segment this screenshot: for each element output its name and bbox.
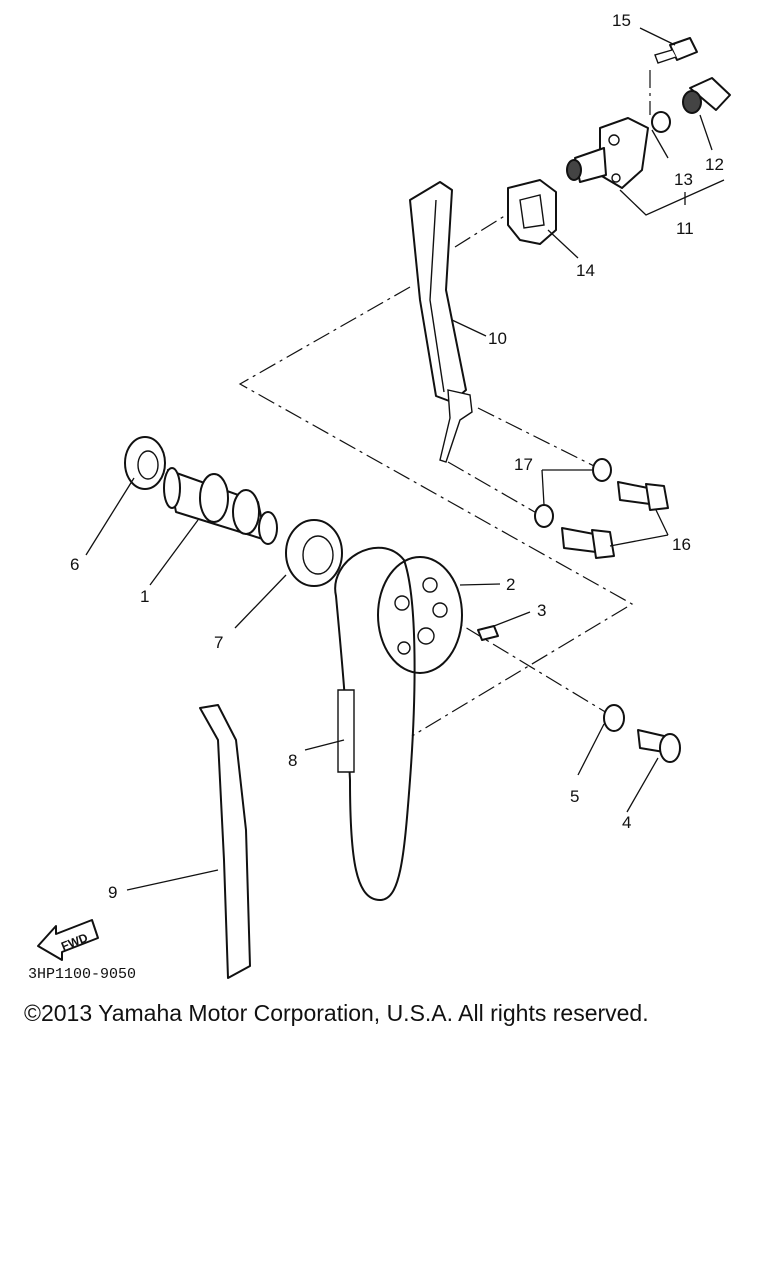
callout-6: 6 [70,555,79,574]
exploded-parts-diagram: FWD 1 2 3 4 5 6 7 8 9 10 11 12 13 [28,11,731,983]
diagram-part-number: 3HP1100-9050 [28,966,136,983]
leader-lines [85,27,725,891]
part-13-gasket [651,111,671,133]
part-14-gasket [507,179,557,245]
part-8-cam-chain [334,546,416,901]
callout-9: 9 [108,883,117,902]
part-10-chain-guide [409,181,473,463]
callout-10: 10 [488,329,507,348]
part-15-bolt [654,37,698,64]
callout-16: 16 [672,535,691,554]
part-12-plug [682,77,731,114]
callout-5: 5 [570,787,579,806]
part-2-sprocket [377,556,463,674]
axis-bolt-16-upper [477,407,599,469]
callout-1: 1 [140,587,149,606]
callout-3: 3 [537,601,546,620]
callout-15: 15 [612,11,631,30]
callout-13: 13 [674,170,693,189]
part-4-bolt [637,729,681,763]
part-1-camshaft [163,467,278,545]
callout-2: 2 [506,575,515,594]
assembly-axes [238,70,651,737]
part-11-tensioner [566,117,649,189]
callout-8: 8 [288,751,297,770]
callout-12: 12 [705,155,724,174]
callout-4: 4 [622,813,631,832]
part-9-chain-guide [199,704,251,979]
part-16-bolts [561,481,669,559]
part-3-pin [477,625,499,641]
axis-bolt-16-lower [447,461,541,516]
callout-17: 17 [514,455,533,474]
part-6-bearing [124,436,166,490]
part-7-bearing [285,519,343,587]
axis-sprocket-bolt [439,611,613,717]
fwd-arrow-icon: FWD [37,919,99,961]
part-5-washer [603,704,625,732]
axis-guide-frame [238,286,634,737]
part-17-washers [534,458,612,528]
callout-11: 11 [676,219,694,238]
callouts: 1 2 3 4 5 6 7 8 9 10 11 12 13 14 15 16 1… [70,11,724,902]
callout-14: 14 [576,261,595,280]
copyright-notice: ©2013 Yamaha Motor Corporation, U.S.A. A… [24,1000,649,1026]
callout-7: 7 [214,633,223,652]
